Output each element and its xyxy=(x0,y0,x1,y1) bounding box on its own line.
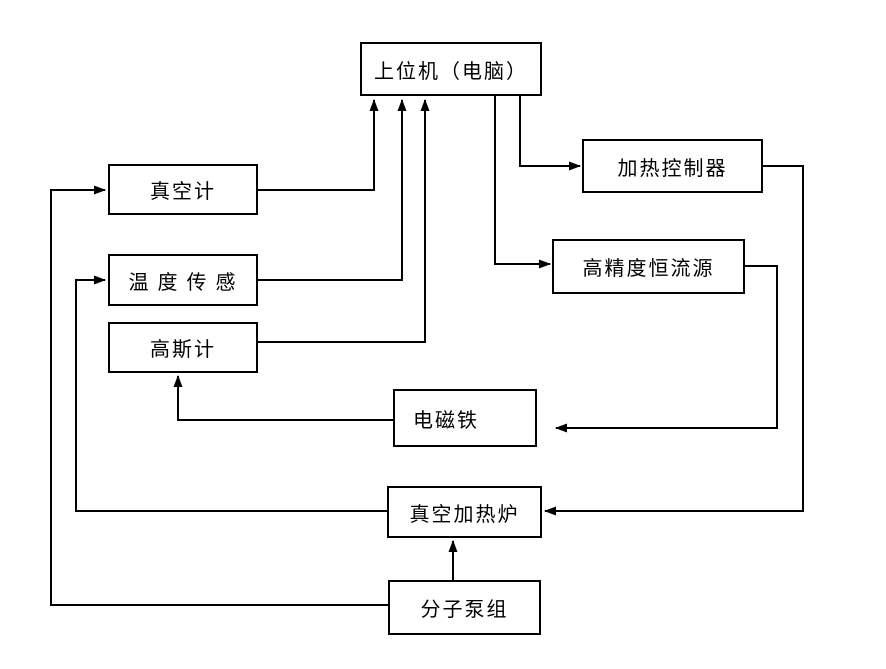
node-vacuum-gauge-label: 真空计 xyxy=(150,181,216,203)
node-electromagnet-label: 电磁铁 xyxy=(413,409,479,432)
node-host-computer-label: 上位机（电脑） xyxy=(374,60,528,83)
node-host-computer: 上位机（电脑） xyxy=(360,42,542,96)
edge-gauss-meter-to-host xyxy=(258,99,430,343)
node-constant-current-source: 高精度恒流源 xyxy=(552,239,745,294)
edge-host-to-current-source xyxy=(494,96,551,269)
node-gauss-meter: 高斯计 xyxy=(108,322,258,373)
edge-host-to-heat-controller xyxy=(519,96,581,171)
edge-vacuum-furnace-to-temp-sensor xyxy=(75,275,387,512)
node-temperature-sensor: 温 度 传 感 xyxy=(108,254,258,306)
node-gauss-meter-label: 高斯计 xyxy=(150,339,216,361)
node-vacuum-gauge: 真空计 xyxy=(108,164,258,215)
node-temperature-sensor-label: 温 度 传 感 xyxy=(128,271,238,294)
node-heating-controller-label: 加热控制器 xyxy=(617,157,728,180)
node-vacuum-heating-furnace: 真空加热炉 xyxy=(387,486,542,538)
node-vacuum-heating-furnace-label: 真空加热炉 xyxy=(409,503,520,526)
node-molecular-pump-group: 分子泵组 xyxy=(388,580,541,635)
edge-pump-group-to-vacuum-gauge xyxy=(50,185,388,606)
node-heating-controller: 加热控制器 xyxy=(582,139,763,193)
node-constant-current-source-label: 高精度恒流源 xyxy=(582,258,715,280)
edge-temp-sensor-to-host xyxy=(258,99,407,281)
edge-current-source-to-electromagnet xyxy=(555,265,778,433)
node-electromagnet: 电磁铁 xyxy=(393,389,537,447)
edge-electromagnet-to-gauss-meter xyxy=(173,375,393,421)
edge-vacuum-gauge-to-host xyxy=(258,99,379,191)
node-molecular-pump-group-label: 分子泵组 xyxy=(420,599,509,621)
edge-heat-controller-to-vacuum-furnace xyxy=(544,165,804,516)
